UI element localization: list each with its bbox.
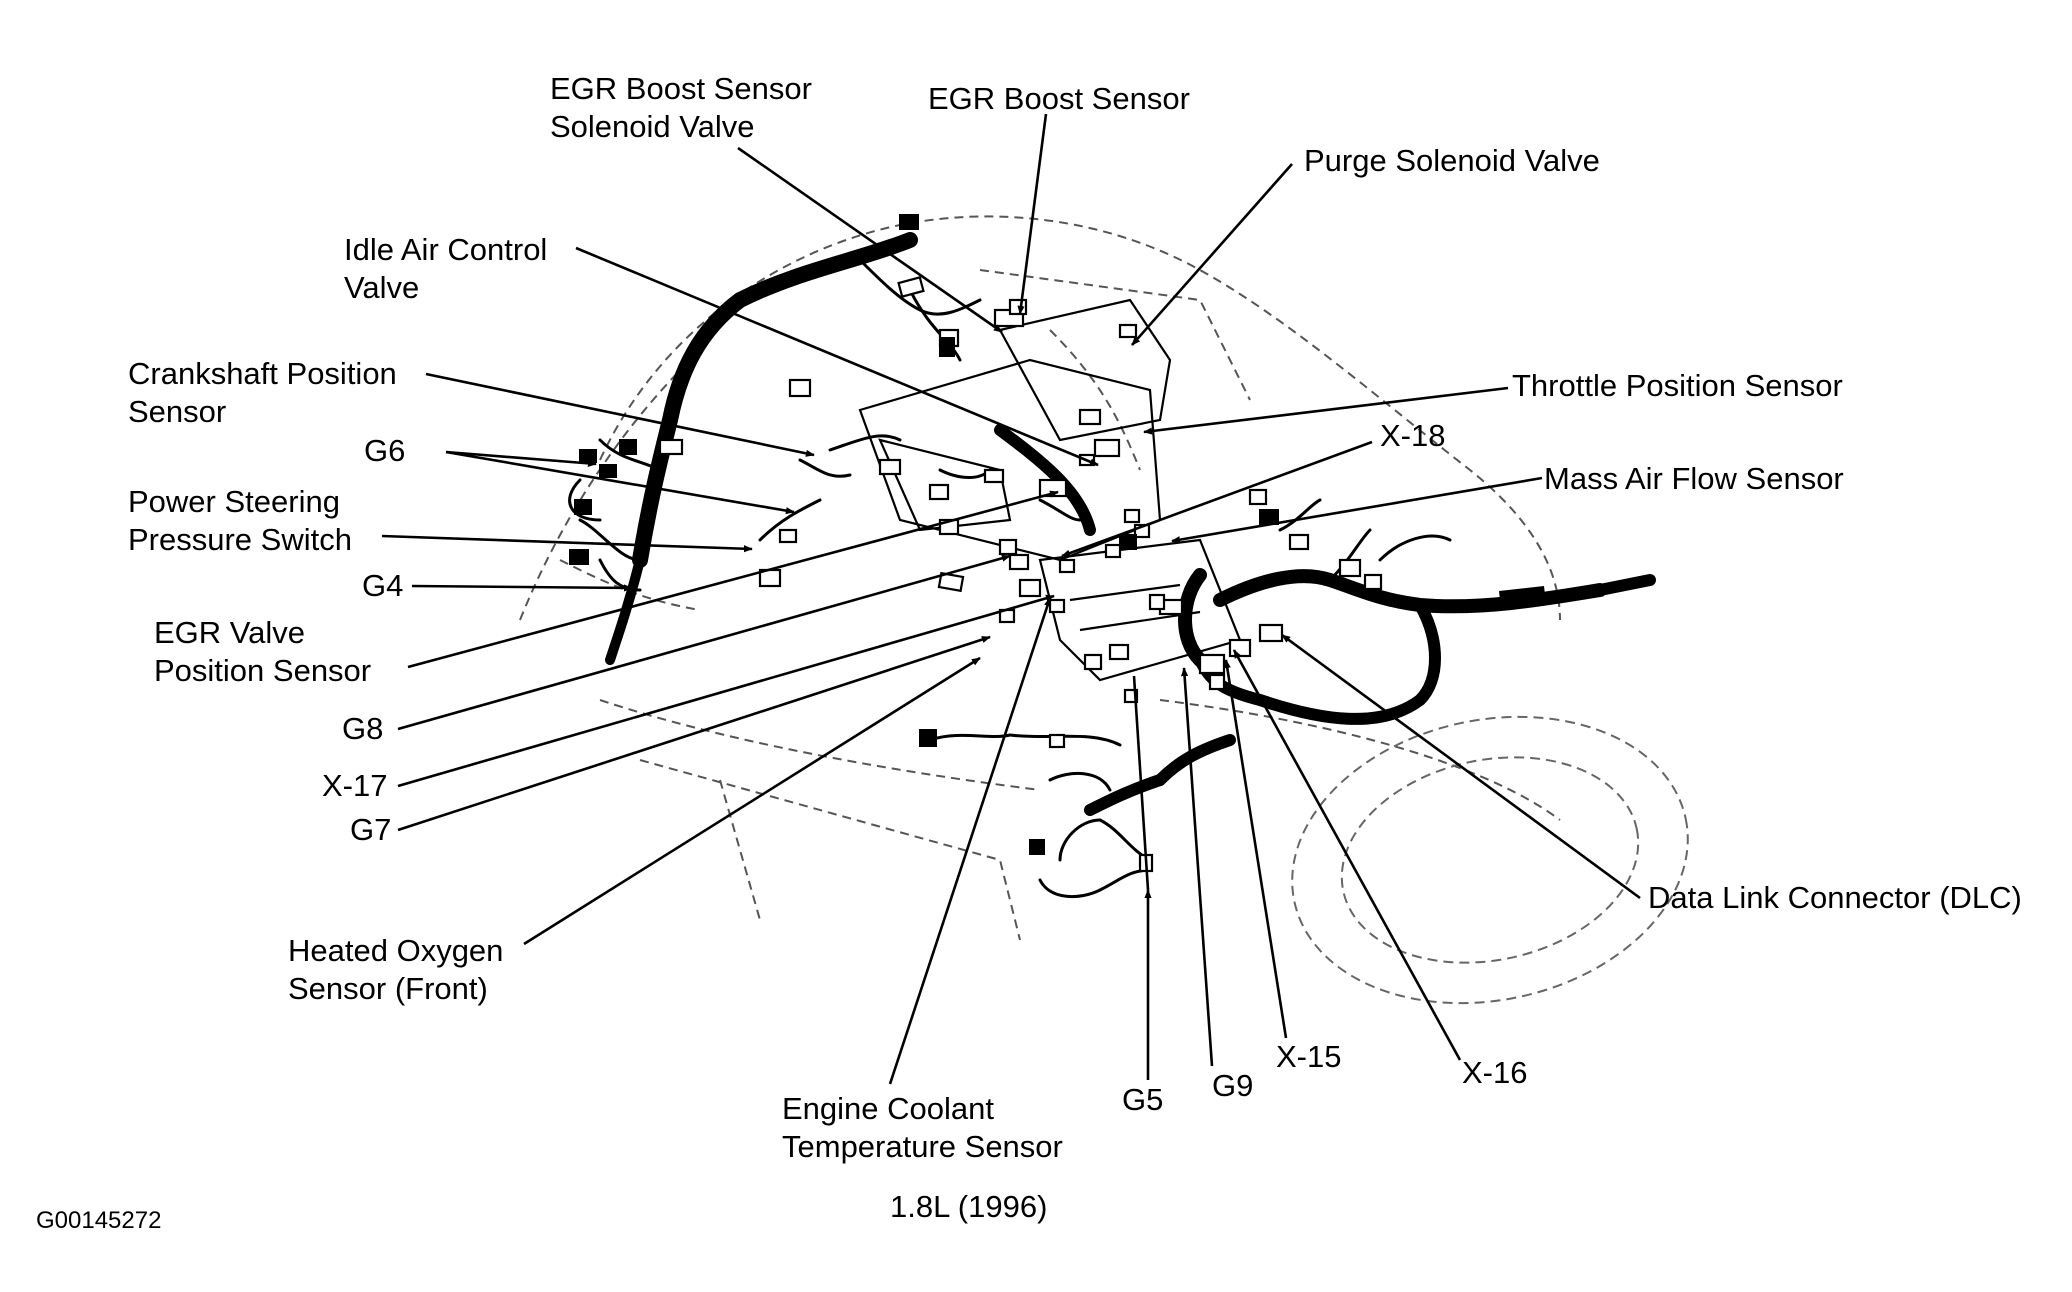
label-mass-air-flow-sensor: Mass Air Flow Sensor bbox=[1544, 461, 1844, 496]
label-throttle-position-sensor: Throttle Position Sensor bbox=[1512, 368, 1843, 403]
label-g4: G4 bbox=[362, 568, 404, 603]
label-idle-air-control-valve: Idle Air Control Valve bbox=[344, 231, 547, 307]
label-line: Temperature Sensor bbox=[782, 1129, 1063, 1164]
label-g9: G9 bbox=[1212, 1068, 1254, 1103]
label-data-link-connector: Data Link Connector (DLC) bbox=[1648, 880, 2022, 915]
label-g7: G7 bbox=[350, 812, 392, 847]
label-line: Valve bbox=[344, 270, 420, 305]
figure-id: G00145272 bbox=[36, 1207, 162, 1234]
harness-end-segment bbox=[1499, 586, 1546, 609]
label-heated-oxygen-sensor-front: Heated Oxygen Sensor (Front) bbox=[288, 932, 503, 1008]
label-x-18: X-18 bbox=[1380, 418, 1446, 453]
car-body-outline bbox=[519, 215, 1561, 941]
label-egr-valve-position-sensor: EGR Valve Position Sensor bbox=[154, 614, 371, 690]
label-egr-boost-sensor: EGR Boost Sensor bbox=[928, 81, 1190, 116]
label-x-17: X-17 bbox=[322, 768, 388, 803]
label-line: Sensor bbox=[128, 394, 227, 429]
label-line: EGR Valve bbox=[154, 615, 306, 650]
label-egr-boost-sensor-solenoid-valve: EGR Boost Sensor Solenoid Valve bbox=[550, 70, 812, 146]
label-g8: G8 bbox=[342, 711, 384, 746]
label-engine-coolant-temperature-sensor: Engine Coolant Temperature Sensor bbox=[782, 1090, 1063, 1166]
label-line: Crankshaft Position bbox=[128, 356, 397, 391]
label-line: Position Sensor bbox=[154, 653, 372, 688]
label-line: Idle Air Control bbox=[344, 232, 548, 267]
label-g6: G6 bbox=[364, 433, 406, 468]
label-line: Solenoid Valve bbox=[550, 109, 755, 144]
label-line: Sensor (Front) bbox=[288, 971, 488, 1006]
label-line: EGR Boost Sensor bbox=[550, 71, 812, 106]
wheel-arch bbox=[1291, 715, 1689, 1005]
label-x-16: X-16 bbox=[1462, 1055, 1528, 1090]
wiring-harness bbox=[605, 232, 1656, 816]
label-line: Engine Coolant bbox=[782, 1091, 994, 1126]
label-line: Power Steering bbox=[128, 484, 340, 519]
connectors bbox=[658, 276, 1383, 873]
caption-engine-year: 1.8L (1996) bbox=[890, 1189, 1048, 1224]
label-x-15: X-15 bbox=[1276, 1039, 1342, 1074]
label-line: Pressure Switch bbox=[128, 522, 352, 557]
label-g5: G5 bbox=[1122, 1082, 1164, 1117]
leader-lines bbox=[381, 113, 1641, 1085]
black-connectors bbox=[569, 214, 1279, 855]
label-crankshaft-position-sensor: Crankshaft Position Sensor bbox=[128, 355, 397, 431]
label-power-steering-pressure-switch: Power Steering Pressure Switch bbox=[128, 483, 352, 559]
label-purge-solenoid-valve: Purge Solenoid Valve bbox=[1304, 143, 1600, 178]
label-line: Heated Oxygen bbox=[288, 933, 504, 968]
